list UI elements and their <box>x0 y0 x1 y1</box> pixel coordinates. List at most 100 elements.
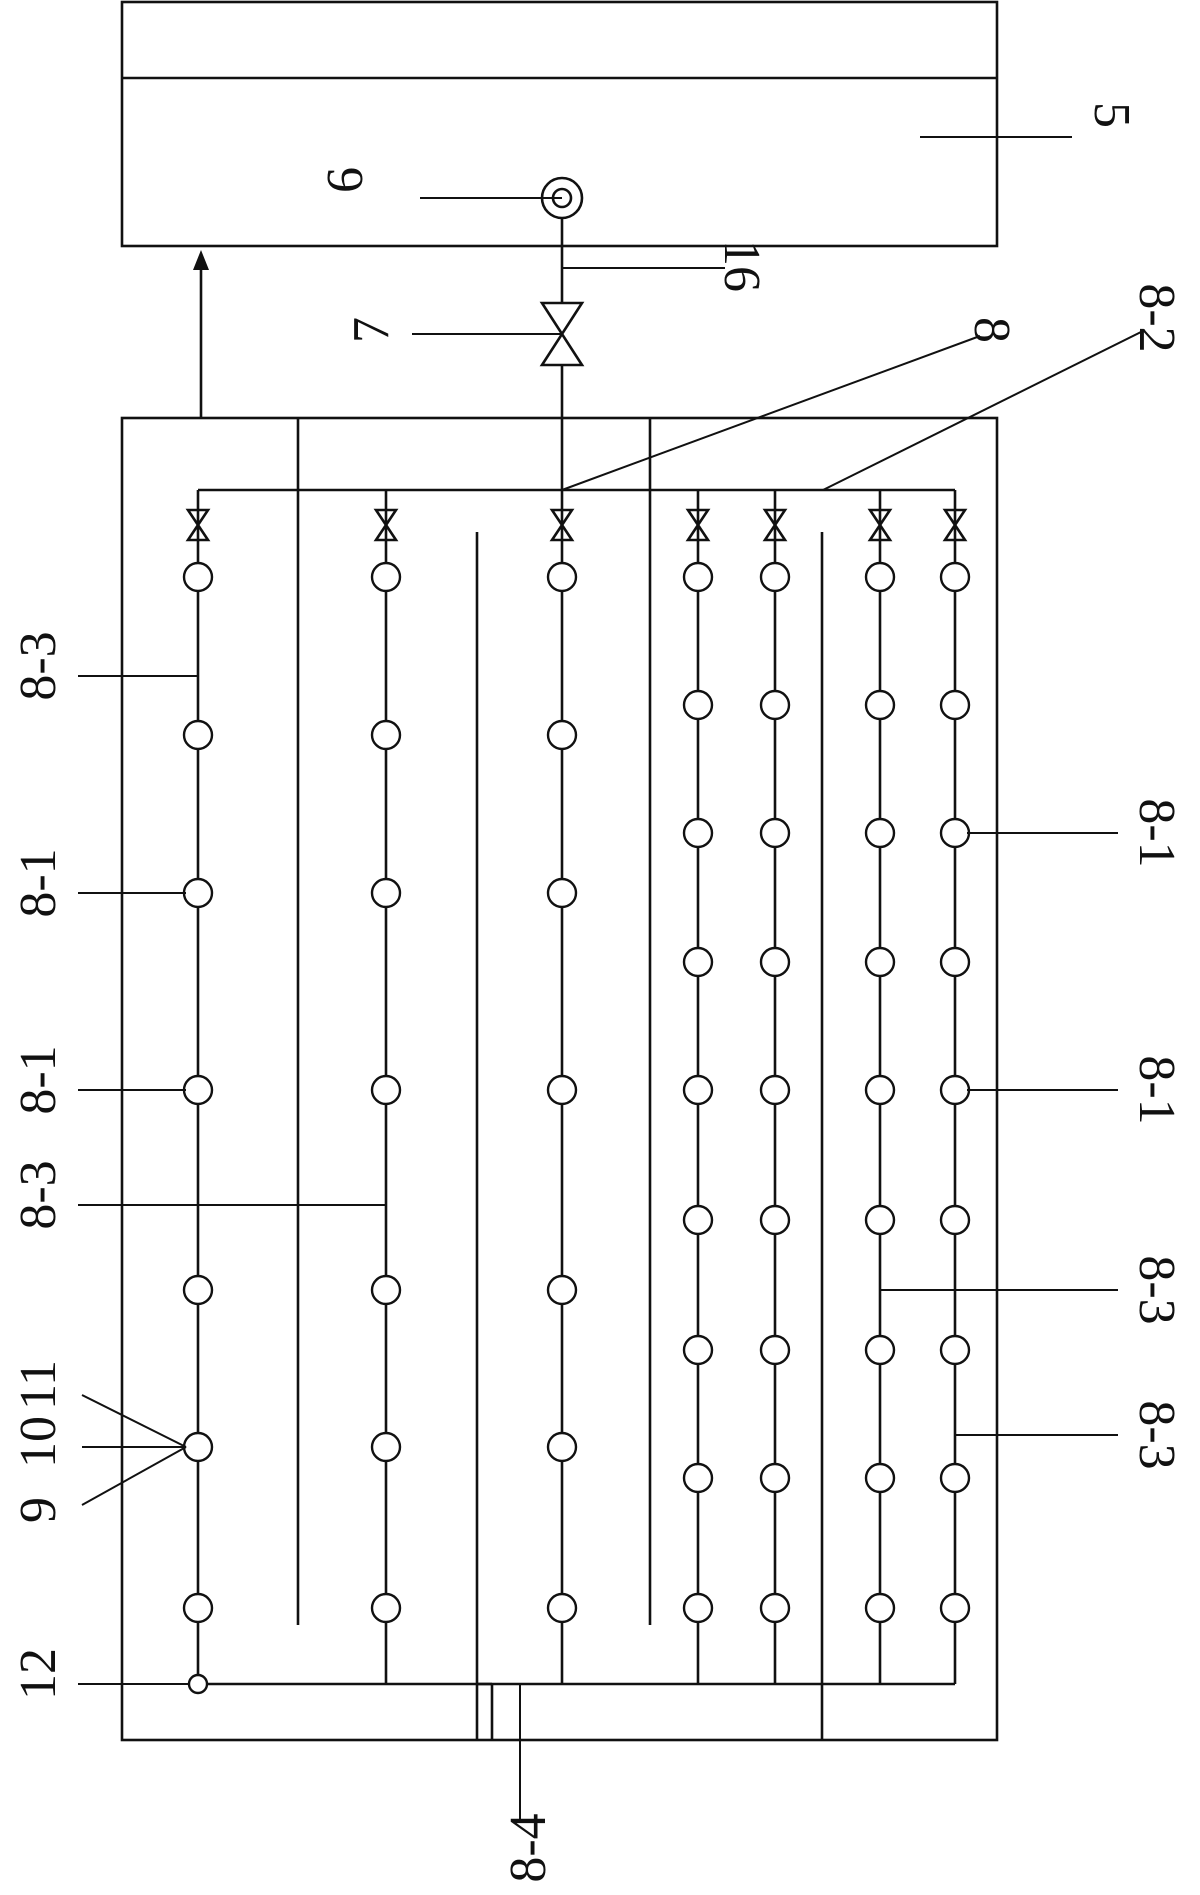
nozzle <box>546 719 578 751</box>
nozzle <box>182 719 214 751</box>
nozzle <box>682 946 714 978</box>
nozzle <box>939 1334 971 1366</box>
main-valve-top <box>539 301 585 337</box>
nozzle <box>546 561 578 593</box>
nozzle <box>939 1462 971 1494</box>
nozzle <box>370 1274 402 1306</box>
nozzle <box>370 719 402 751</box>
nozzle <box>546 1592 578 1624</box>
nozzle <box>370 1592 402 1624</box>
label-tank: 5 <box>1083 102 1140 128</box>
nozzle <box>864 817 896 849</box>
branch-valve-4 <box>685 508 711 542</box>
branch-valve-6 <box>867 508 893 542</box>
nozzles-branch-6 <box>864 561 896 1624</box>
leader-part-11 <box>81 1394 187 1448</box>
nozzle <box>546 1274 578 1306</box>
branch-valve-3 <box>549 508 575 542</box>
nozzle <box>182 1074 214 1106</box>
nozzle <box>759 561 791 593</box>
nozzles-branch-4 <box>682 561 714 1624</box>
branch-valve-2 <box>373 508 399 542</box>
nozzle <box>939 1592 971 1624</box>
nozzle <box>939 817 971 849</box>
nozzle <box>759 946 791 978</box>
nozzle <box>864 1592 896 1624</box>
label-branch-left-top: 8-3 <box>10 631 67 700</box>
nozzle <box>939 1074 971 1106</box>
nozzle <box>864 1462 896 1494</box>
nozzle <box>864 1074 896 1106</box>
label-outlet: 6 <box>317 167 374 193</box>
nozzle <box>682 1204 714 1236</box>
nozzle <box>864 946 896 978</box>
basin-box <box>120 416 999 1742</box>
leader-part-9 <box>81 1446 187 1506</box>
leader-header <box>822 329 1146 491</box>
nozzle <box>182 877 214 909</box>
nozzle <box>759 1592 791 1624</box>
flow-arrow-head <box>193 250 209 270</box>
label-manifold: 8 <box>963 317 1020 343</box>
nozzle <box>370 1431 402 1463</box>
nozzles-branch-1 <box>182 561 214 1695</box>
nozzle <box>182 1274 214 1306</box>
nozzle <box>939 561 971 593</box>
label-branch-right-b: 8-3 <box>1128 1400 1185 1469</box>
label-nozzle-right-b: 8-1 <box>1128 1055 1185 1124</box>
branch-valve-1 <box>185 508 211 542</box>
nozzles-branch-2 <box>370 561 402 1624</box>
label-branch-right-a: 8-3 <box>1128 1255 1185 1324</box>
nozzle <box>759 1204 791 1236</box>
nozzle <box>939 689 971 721</box>
tank-box <box>120 0 999 248</box>
nozzle <box>864 1334 896 1366</box>
nozzle <box>864 561 896 593</box>
leader-manifold <box>561 335 981 491</box>
nozzle <box>759 1074 791 1106</box>
nozzle <box>182 1431 214 1463</box>
nozzle <box>759 689 791 721</box>
label-pipe-16: 16 <box>713 240 770 292</box>
nozzle <box>370 1074 402 1106</box>
label-nozzle-left-b: 8-1 <box>10 1045 67 1114</box>
label-part-12: 12 <box>10 1648 67 1700</box>
nozzle <box>682 1592 714 1624</box>
label-valve-main: 7 <box>343 317 400 343</box>
nozzle <box>682 561 714 593</box>
nozzle <box>546 877 578 909</box>
branch-valve-5 <box>762 508 788 542</box>
label-nozzle-right-a: 8-1 <box>1128 798 1185 867</box>
label-nozzle-left-a: 8-1 <box>10 848 67 917</box>
nozzles-branch-7 <box>939 561 971 1624</box>
label-part-10: 10 <box>10 1416 67 1468</box>
nozzle <box>864 1204 896 1236</box>
label-part-9: 9 <box>10 1497 67 1523</box>
nozzle <box>182 1592 214 1624</box>
nozzle <box>682 689 714 721</box>
label-branch-left-mid: 8-3 <box>10 1160 67 1229</box>
label-part-11: 11 <box>10 1360 67 1410</box>
nozzles-branch-3 <box>546 561 578 1624</box>
nozzle <box>182 561 214 593</box>
label-bottom-pipe: 8-4 <box>500 1813 557 1882</box>
label-header: 8-2 <box>1128 283 1185 352</box>
nozzle <box>370 561 402 593</box>
nozzle <box>759 1462 791 1494</box>
nozzle <box>939 946 971 978</box>
nozzle <box>759 817 791 849</box>
nozzle <box>939 1204 971 1236</box>
branch-valve-7 <box>942 508 968 542</box>
nozzle <box>864 689 896 721</box>
nozzles-branch-5 <box>759 561 791 1624</box>
nozzle <box>546 1431 578 1463</box>
nozzle <box>759 1334 791 1366</box>
nozzle <box>682 1334 714 1366</box>
nozzle <box>370 877 402 909</box>
nozzle <box>682 1462 714 1494</box>
nozzle <box>546 1074 578 1106</box>
nozzle <box>682 1074 714 1106</box>
main-valve-bottom <box>539 331 585 367</box>
nozzle <box>682 817 714 849</box>
